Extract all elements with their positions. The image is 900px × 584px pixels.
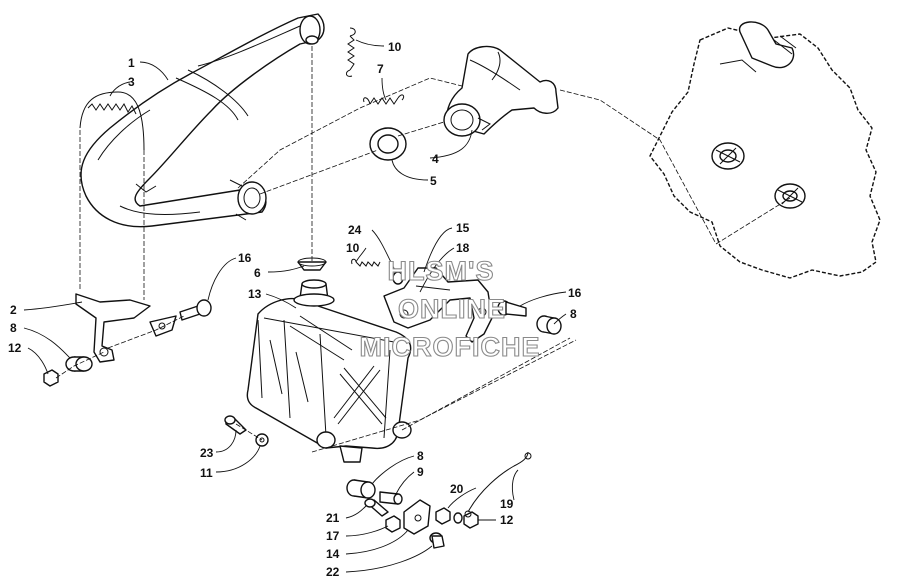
watermark-line-1: HLSM'S — [388, 256, 495, 286]
leader-chamber-manifold — [237, 77, 463, 189]
callout-7: 7 — [377, 62, 384, 76]
bracket-15 — [383, 267, 493, 343]
engine-outline — [649, 21, 881, 279]
callout-8-left: 8 — [10, 321, 17, 335]
callout-20: 20 — [450, 482, 464, 496]
bolt-16-right — [497, 300, 527, 317]
leader-muffler-base — [311, 339, 577, 453]
callout-1: 1 — [128, 56, 135, 70]
callout-23: 23 — [200, 446, 214, 460]
callout-18: 18 — [456, 241, 470, 255]
callout-22: 22 — [326, 565, 340, 579]
muffler — [246, 279, 412, 463]
callout-leaders — [23, 39, 567, 573]
bolt-16-left — [179, 299, 212, 321]
callout-8-right: 8 — [570, 307, 577, 321]
cable-19 — [464, 451, 532, 518]
spring-3 — [79, 91, 145, 151]
watermark-line-2: ONLINE — [398, 294, 506, 324]
callout-2: 2 — [10, 303, 17, 317]
nut-17 — [385, 515, 401, 533]
bolt-22 — [429, 532, 445, 549]
callout-16-right: 16 — [568, 286, 582, 300]
callout-19: 19 — [500, 497, 514, 511]
leader-chamber-gasket — [259, 149, 379, 195]
bolt-21 — [364, 498, 389, 517]
grommet-6 — [297, 257, 327, 271]
callout-3: 3 — [128, 75, 135, 89]
callout-15: 15 — [456, 221, 470, 235]
callout-12-lower: 12 — [500, 513, 514, 527]
callout-24: 24 — [348, 223, 362, 237]
callout-13: 13 — [248, 287, 262, 301]
callout-5: 5 — [430, 174, 437, 188]
spring-10-lower — [351, 258, 381, 267]
callout-16-left: 16 — [238, 251, 252, 265]
bolt-23 — [224, 415, 247, 435]
callout-labels: 1 2 3 4 5 6 7 8 8 8 9 10 10 11 12 12 13 … — [8, 40, 582, 579]
washer-12-lower — [453, 512, 463, 524]
callout-8-lower: 8 — [417, 449, 424, 463]
spacer-9 — [379, 491, 403, 505]
nut-12-left — [43, 369, 59, 387]
watermark: HLSM'S ONLINE MICROFICHE — [359, 255, 541, 362]
expansion-chamber — [80, 13, 325, 228]
bracket-2 — [75, 293, 177, 363]
engine-centerline — [715, 197, 791, 245]
callout-12-left: 12 — [8, 341, 22, 355]
nut-12-lower — [463, 511, 479, 529]
exhaust-port-leader — [559, 89, 716, 243]
leader-bracket-bolt — [107, 315, 185, 349]
bushing-8-lower — [346, 479, 376, 499]
callout-21: 21 — [326, 511, 340, 525]
leader-nut-bracket — [55, 351, 105, 379]
nut-20 — [435, 507, 451, 525]
gasket-5 — [369, 127, 407, 161]
callout-14: 14 — [326, 547, 340, 561]
callout-6: 6 — [254, 266, 261, 280]
callout-10-upper: 10 — [388, 40, 402, 54]
grommet-24 — [392, 271, 404, 285]
bushing-8-right — [536, 315, 562, 335]
callout-4: 4 — [432, 152, 439, 166]
bushing-8-left — [65, 356, 93, 372]
spring-7 — [363, 94, 405, 105]
bracket-14 — [403, 499, 431, 535]
spring-10-upper — [345, 27, 356, 77]
leader-bolt23-washer — [235, 423, 263, 441]
callout-9: 9 — [417, 465, 424, 479]
callout-11: 11 — [200, 466, 213, 480]
callout-17: 17 — [326, 529, 340, 543]
watermark-line-3: MICROFICHE — [360, 332, 541, 362]
leader-gasket-manifold — [397, 121, 445, 137]
callout-10-lower: 10 — [346, 241, 360, 255]
exhaust-manifold — [443, 45, 559, 137]
